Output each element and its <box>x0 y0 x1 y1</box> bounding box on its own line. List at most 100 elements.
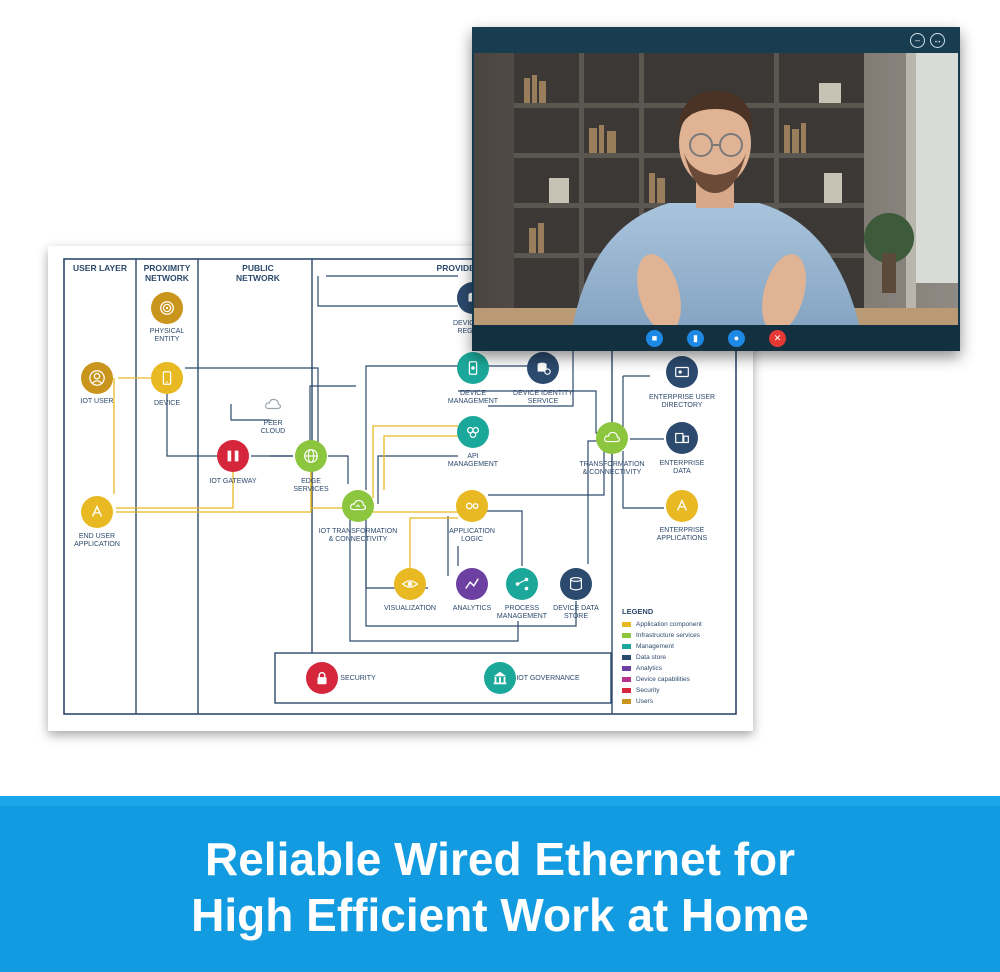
legend-item: Management <box>622 642 674 651</box>
banner-stripe <box>0 796 1000 806</box>
video-feed <box>474 53 958 349</box>
legend-swatch <box>622 644 631 649</box>
transformation-connectivity-label: TRANSFORMATION & CONNECTIVITY <box>579 461 645 476</box>
analytics-label: ANALYTICS <box>452 605 492 612</box>
iot-user-node <box>81 362 113 394</box>
device-management-label: DEVICE MANAGEMENT <box>447 390 499 405</box>
enterprise-user-directory-label: ENTERPRISE USER DIRECTORY <box>648 394 716 409</box>
peer-cloud-label: PEER CLOUD <box>260 420 286 435</box>
enterprise-data-label: ENTERPRISE DATA <box>659 460 705 475</box>
legend-swatch <box>622 655 631 660</box>
governance-building-icon <box>493 671 507 685</box>
edge-services-label: EDGE SERVICES <box>293 478 329 493</box>
minimize-icon[interactable]: – <box>910 33 925 48</box>
cloud-icon <box>265 398 282 410</box>
iot-transformation-label: IoT TRANSFORMATION & CONNECTIVITY <box>318 528 398 543</box>
legend-swatch <box>622 633 631 638</box>
end-user-app-label: END USER APPLICATION <box>74 533 120 548</box>
peer-cloud-node <box>257 388 289 420</box>
phone-icon <box>162 371 172 385</box>
legend-item: Data store <box>622 653 666 662</box>
physical-entity-label: PHYSICAL ENTITY <box>149 328 185 343</box>
physical-entity-node <box>151 292 183 324</box>
signal-icon[interactable]: ▮ <box>687 330 704 347</box>
camera-icon[interactable]: ■ <box>646 330 663 347</box>
end-user-app-node <box>81 496 113 528</box>
column-public-network: PUBLIC NETWORK <box>236 263 280 283</box>
enterprise-data-node <box>666 422 698 454</box>
device-management-node <box>457 352 489 384</box>
iot-gateway-label: IoT GATEWAY <box>209 478 257 485</box>
device-identity-label: DEVICE IDENTITY SERVICE <box>513 390 573 405</box>
directory-icon <box>675 366 689 378</box>
column-user-layer: USER LAYER <box>72 263 127 273</box>
legend-item: Application component <box>622 620 702 629</box>
globe-icon <box>304 449 318 463</box>
device-settings-icon <box>468 361 478 375</box>
legend-item: Infrastructure services <box>622 631 700 640</box>
iot-transformation-node <box>342 490 374 522</box>
column-provider: PROVIDER C <box>436 263 490 273</box>
headline-banner: Reliable Wired Ethernet for High Efficie… <box>0 796 1000 972</box>
legend-swatch <box>622 622 631 627</box>
process-icon <box>515 577 529 591</box>
iot-gateway-node <box>217 440 249 472</box>
eye-icon <box>401 580 419 588</box>
enterprise-applications-label: ENTERPRISE APPLICATIONS <box>656 527 708 542</box>
fullscreen-icon[interactable]: ↔ <box>930 33 945 48</box>
user-icon <box>89 370 105 386</box>
device-identity-node <box>527 352 559 384</box>
compass-icon <box>676 498 688 511</box>
video-feed-image <box>474 53 958 349</box>
headline-line-1: Reliable Wired Ethernet for <box>204 833 796 885</box>
lock-icon <box>317 671 327 685</box>
legend-item: Security <box>622 686 659 695</box>
identity-db-icon <box>537 362 551 375</box>
legend-swatch <box>622 688 631 693</box>
legend-swatch <box>622 666 631 671</box>
database-icon <box>570 577 582 591</box>
edge-services-node <box>295 440 327 472</box>
api-management-label: API MANAGEMENT <box>447 453 499 468</box>
analytics-node <box>456 568 488 600</box>
process-management-node <box>506 568 538 600</box>
device-data-store-node <box>560 568 592 600</box>
headline-text: Reliable Wired Ethernet for High Efficie… <box>0 831 1000 943</box>
device-data-store-label: DEVICE DATA STORE <box>553 605 599 620</box>
device-registry-label: DEVICE REGI <box>452 320 480 335</box>
fingerprint-icon <box>160 301 174 315</box>
device-node <box>151 362 183 394</box>
column-proximity-network: PROXIMITY NETWORK <box>143 263 191 283</box>
end-call-icon[interactable]: ✕ <box>769 330 786 347</box>
api-icon <box>466 426 480 439</box>
chat-icon[interactable]: ● <box>728 330 745 347</box>
compass-icon <box>91 504 103 517</box>
video-call-window: – ↔ <box>472 27 960 351</box>
call-controls-bar: ■ ▮ ● ✕ <box>472 325 960 351</box>
iot-governance-node <box>484 662 516 694</box>
legend-swatch <box>622 699 631 704</box>
process-management-label: PROCESS MANAGEMENT <box>496 605 548 620</box>
cloud-sync-icon <box>350 499 367 511</box>
security-label: SECURITY <box>340 675 376 682</box>
legend-swatch <box>622 677 631 682</box>
iot-governance-label: IoT GOVERNANCE <box>516 675 580 682</box>
legend-item: Device capabilities <box>622 675 690 684</box>
security-node <box>306 662 338 694</box>
enterprise-applications-node <box>666 490 698 522</box>
chart-line-icon <box>465 578 479 589</box>
legend-item: Users <box>622 697 653 706</box>
visualization-label: VISUALIZATION <box>384 605 436 612</box>
iot-user-label: IoT USER <box>80 398 114 405</box>
gears-icon <box>465 502 479 510</box>
window-titlebar: – ↔ <box>472 27 960 53</box>
data-devices-icon <box>675 432 689 444</box>
headline-line-2: High Efficient Work at Home <box>191 889 809 941</box>
device-label: DEVICE <box>153 400 181 407</box>
legend-title: LEGEND <box>622 607 654 616</box>
enterprise-user-directory-node <box>666 356 698 388</box>
api-management-node <box>457 416 489 448</box>
gateway-icon <box>227 450 239 462</box>
application-logic-node <box>456 490 488 522</box>
diagram-lines <box>63 258 737 715</box>
